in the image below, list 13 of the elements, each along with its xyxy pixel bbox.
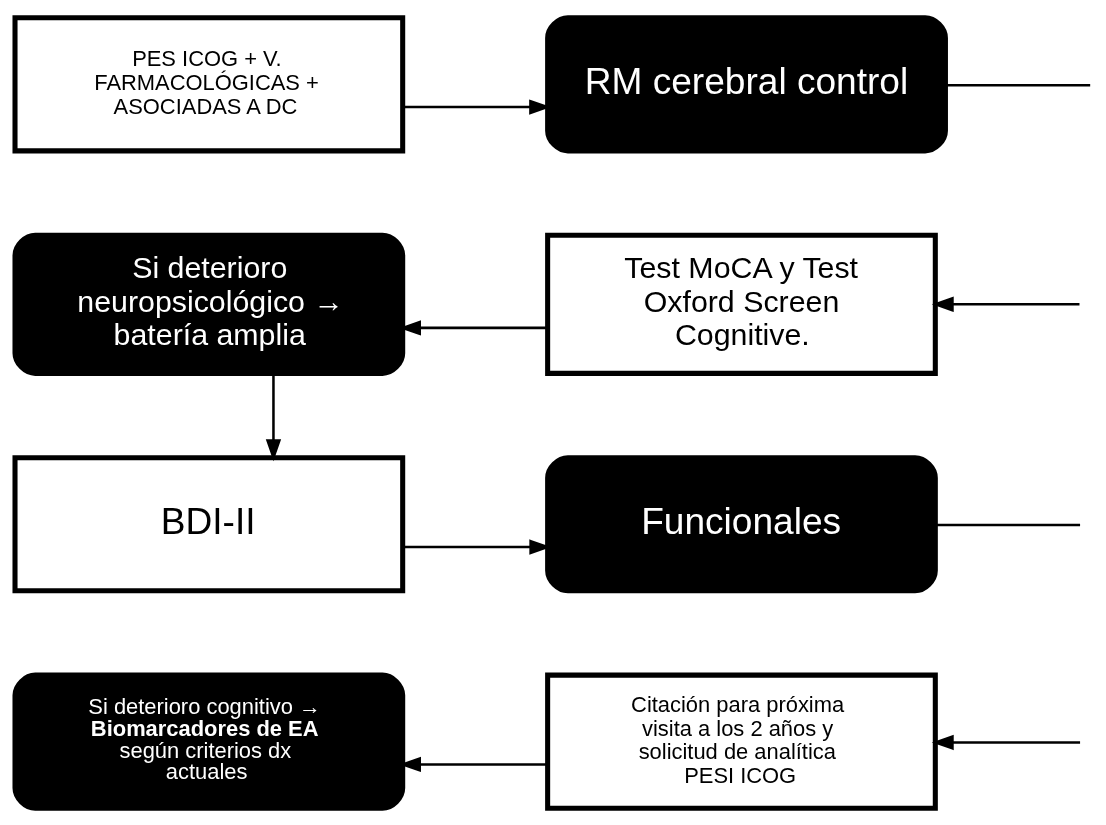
arrow	[931, 296, 1080, 312]
node-box: Si deterioro neuropsicológico → batería amplia	[12, 232, 406, 376]
node-box: PES ICOG + V. FARMACOLÓGICAS + ASOCIADAS A DC	[12, 14, 406, 153]
connector	[945, 83, 1091, 86]
node-box: Test MoCA y Test Oxford Screen Cognitive.	[545, 232, 938, 376]
arrow	[931, 734, 1081, 750]
arrow	[265, 373, 282, 461]
connector	[935, 523, 1081, 526]
node-box: Funcionales	[545, 454, 938, 593]
node-box: RM cerebral control	[545, 14, 948, 153]
node-box: Si deterioro cognitivo → Biomarcadores de EA según criterios dx actuales	[12, 672, 406, 811]
node-box: BDI-II	[12, 454, 406, 593]
node-box: Citación para próxima visita a los 2 años y solicitud de analítica PESI ICOG	[545, 672, 938, 811]
